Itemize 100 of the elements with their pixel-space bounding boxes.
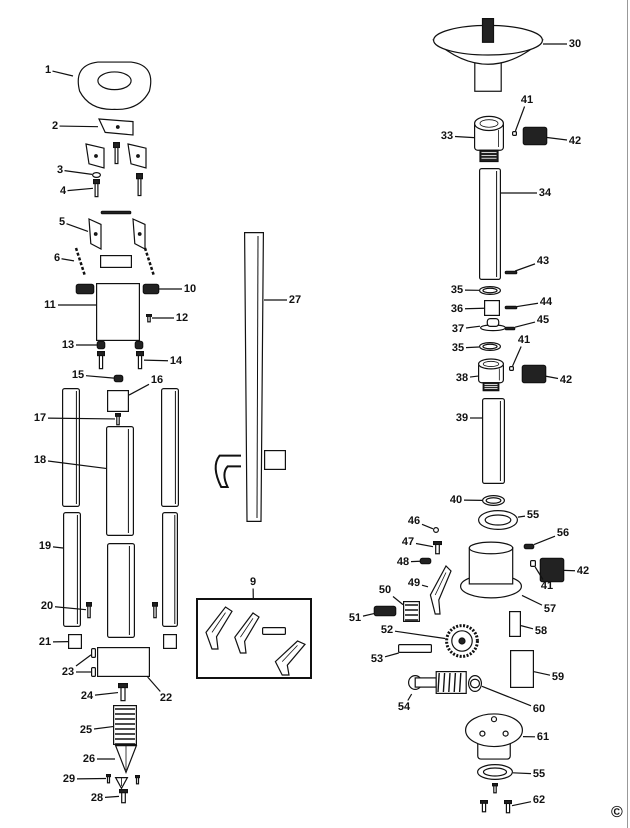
block-part	[97, 647, 150, 677]
callout-number: 21	[37, 636, 53, 648]
leader-line	[470, 417, 482, 419]
block-part	[163, 634, 177, 649]
leader-line	[470, 375, 478, 378]
collar	[474, 115, 504, 162]
callout-number: 15	[70, 368, 86, 382]
callout-number: 20	[39, 600, 55, 612]
callout-number: 17	[32, 412, 48, 424]
leader-line	[410, 560, 420, 562]
leader-line	[422, 584, 428, 588]
knob	[143, 284, 159, 294]
leader-line	[77, 778, 106, 780]
gear	[445, 623, 479, 659]
chain-link	[143, 246, 156, 278]
leader-line	[64, 170, 92, 175]
block-part	[96, 283, 140, 341]
screw	[504, 800, 512, 813]
leader-line	[94, 692, 118, 696]
callout-number: 33	[439, 130, 455, 142]
callout-number: 59	[550, 670, 566, 684]
cap	[480, 318, 506, 331]
leader-line	[416, 542, 434, 548]
screw	[113, 142, 120, 164]
leader-line	[522, 736, 536, 738]
leader-line	[66, 223, 88, 232]
callout-number: 42	[558, 374, 574, 386]
callout-number: 60	[531, 702, 547, 716]
leader-line	[97, 758, 115, 760]
callout-number: 3	[56, 164, 64, 176]
lever-arm	[428, 565, 452, 615]
callout-number: 18	[32, 454, 48, 466]
callout-number: 55	[525, 508, 541, 522]
base-housing	[460, 541, 522, 599]
screw	[86, 602, 92, 618]
ring-washer	[479, 342, 501, 351]
tube	[63, 512, 81, 627]
leader-line	[534, 671, 550, 676]
bracket-plate	[127, 143, 147, 169]
callout-number: 50	[377, 584, 393, 596]
block-part	[68, 634, 82, 649]
callout-number: 35	[450, 342, 466, 354]
leader-line	[76, 654, 92, 667]
leader-line	[61, 258, 74, 262]
pin	[505, 271, 517, 274]
leader-line	[384, 652, 399, 658]
bracket-plate	[88, 218, 102, 250]
screw	[135, 775, 140, 784]
block-part	[100, 255, 132, 268]
callout-number: 39	[454, 412, 470, 424]
leader-line	[58, 304, 96, 306]
pin	[505, 327, 515, 330]
screw	[152, 602, 158, 618]
leader-line	[422, 524, 434, 530]
leader-line	[512, 772, 532, 774]
leader-line	[516, 302, 538, 308]
callout-number: 29	[61, 772, 77, 786]
knob	[76, 284, 94, 294]
callout-number: 27	[287, 294, 303, 306]
tube	[107, 543, 135, 638]
leader-line	[48, 460, 106, 470]
tube	[482, 398, 505, 484]
callout-number: 44	[538, 296, 554, 308]
tube	[106, 426, 134, 536]
spike-cone	[115, 777, 128, 789]
leader-line	[407, 694, 412, 701]
leader-line	[104, 796, 120, 798]
knob	[374, 606, 396, 616]
callout-number: 13	[60, 338, 76, 352]
block-part	[530, 560, 536, 567]
block-part	[264, 450, 286, 470]
screw	[136, 173, 143, 196]
block-part	[510, 650, 534, 688]
leader-line	[543, 43, 567, 45]
leader-line	[518, 516, 526, 518]
tube	[162, 512, 178, 627]
pin	[398, 644, 432, 653]
callout-number: 47	[400, 536, 416, 548]
ring-washer	[479, 286, 501, 295]
callout-number: 61	[535, 730, 551, 744]
bracket-plate	[85, 143, 105, 169]
ring-washer	[477, 764, 513, 780]
callout-number: 38	[454, 372, 470, 384]
leader-line	[464, 500, 482, 501]
knob	[114, 375, 123, 382]
callout-number: 54	[396, 700, 412, 714]
callout-number: 30	[567, 38, 583, 50]
callout-number: 1	[44, 64, 52, 76]
leader-line	[76, 344, 97, 346]
callout-number: 49	[406, 576, 422, 590]
leader-line	[52, 70, 74, 77]
leader-line	[362, 612, 374, 617]
tube	[161, 388, 179, 507]
knob	[523, 127, 547, 145]
detail-frame	[196, 598, 312, 679]
block-part	[509, 366, 514, 371]
leader-line	[466, 326, 480, 329]
callout-number: 52	[379, 624, 395, 636]
callout-number: 56	[555, 526, 571, 540]
callout-number: 25	[78, 724, 94, 736]
